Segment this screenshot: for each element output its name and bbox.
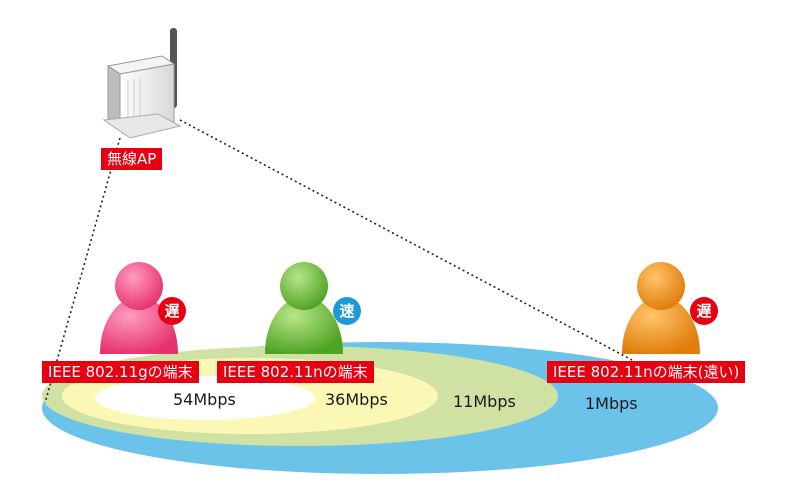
speed-label-11mbps: 11Mbps	[453, 392, 516, 411]
speed-label-36mbps: 36Mbps	[325, 390, 388, 409]
speed-badge-slow-pink: 遅	[158, 297, 186, 325]
terminal-figure-orange	[622, 262, 700, 354]
access-point-icon	[102, 28, 182, 139]
terminal-label-11n: IEEE 802.11nの端末	[217, 361, 374, 383]
terminal-figure-pink	[100, 262, 178, 354]
speed-badge-slow-orange: 遅	[690, 297, 718, 325]
coverage-line-right	[179, 119, 633, 361]
zone-54mbps	[95, 376, 315, 420]
speed-label-54mbps: 54Mbps	[173, 390, 236, 409]
coverage-line-left	[44, 137, 121, 404]
speed-label-1mbps: 1Mbps	[585, 394, 638, 413]
terminal-label-11n-far: IEEE 802.11nの端末(遠い)	[547, 361, 746, 383]
terminal-label-11g: IEEE 802.11gの端末	[42, 361, 199, 383]
speed-badge-fast-green: 速	[333, 297, 361, 325]
terminal-figure-green	[265, 262, 343, 354]
access-point-label: 無線AP	[101, 148, 163, 170]
